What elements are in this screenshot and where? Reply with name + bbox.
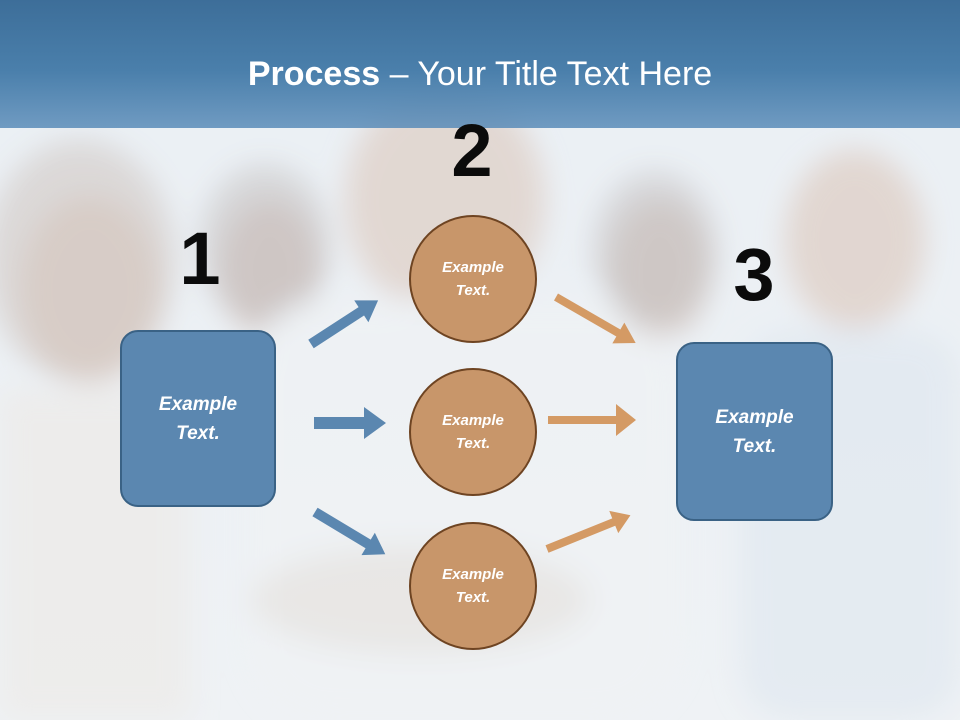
circle-top: Example Text.: [409, 215, 537, 343]
title-band: [0, 0, 960, 128]
circle-middle: Example Text.: [409, 368, 537, 496]
end-box-line2: Text.: [732, 435, 777, 457]
end-box-text: Example Text.: [715, 403, 793, 461]
circle-top-text: Example Text.: [442, 256, 504, 302]
step-number-1: 1: [179, 217, 221, 300]
orange-arrow-up: [545, 510, 631, 553]
step-number-3: 3: [733, 233, 775, 316]
blue-arrows: [308, 300, 386, 556]
circle-middle-line1: Example: [442, 412, 504, 429]
circle-middle-line2: Text.: [455, 435, 491, 452]
start-box-line2: Text.: [176, 422, 220, 444]
orange-arrow-down: [554, 293, 636, 344]
step-number-2: 2: [451, 109, 493, 192]
start-box-text: Example Text.: [159, 390, 237, 448]
circle-bottom-text: Example Text.: [442, 563, 504, 609]
start-box-line1: Example: [158, 393, 238, 415]
blue-arrow-right: [314, 407, 386, 439]
end-box-line1: Example: [715, 406, 794, 428]
slide-title: Process – Your Title Text Here: [0, 52, 960, 96]
title-bold: Process: [247, 55, 381, 93]
orange-arrows: [545, 293, 636, 553]
blue-arrow-down: [312, 507, 386, 556]
circle-middle-text: Example Text.: [442, 409, 504, 455]
circle-bottom-line2: Text.: [455, 589, 491, 606]
circle-top-line2: Text.: [455, 282, 491, 299]
blue-arrow-up: [308, 300, 379, 349]
start-box: Example Text.: [120, 330, 276, 507]
title-rest: – Your Title Text Here: [380, 55, 713, 93]
orange-arrow-right: [548, 404, 636, 436]
circle-bottom: Example Text.: [409, 522, 537, 650]
end-box: Example Text.: [676, 342, 833, 521]
circle-bottom-line1: Example: [442, 566, 504, 583]
circle-top-line1: Example: [442, 259, 504, 276]
